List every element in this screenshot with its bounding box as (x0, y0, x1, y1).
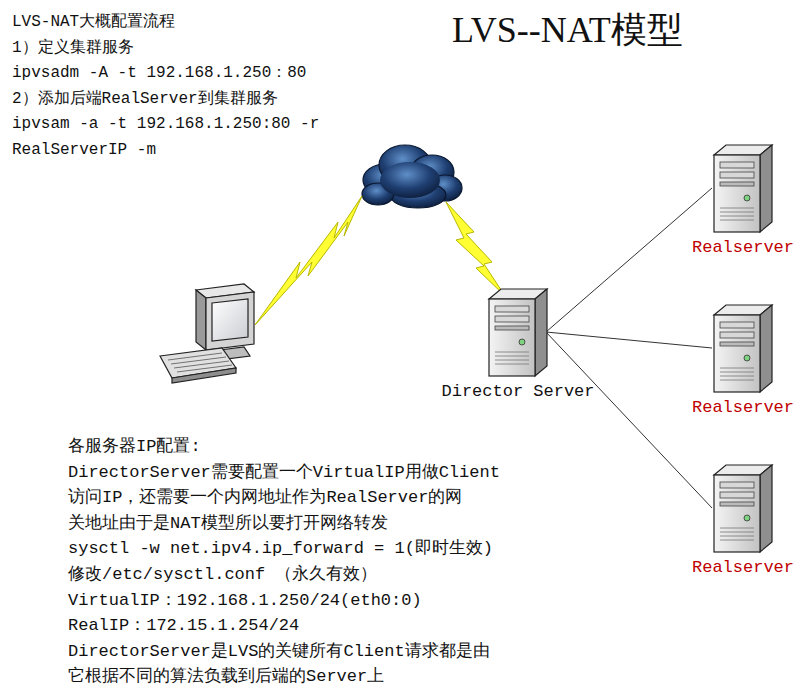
note-text: DirectorServer是LVS的关键所有Client请求都是由 (68, 641, 490, 663)
server-node: Realserver (683, 462, 803, 577)
server-icon (711, 462, 775, 554)
network-link (546, 188, 712, 332)
note-text: 2）添加后端RealServer到集群服务 (12, 87, 278, 113)
title: LVS--NAT模型 (452, 6, 683, 55)
network-link (546, 332, 712, 508)
server-label: Realserver (683, 558, 803, 577)
lightning-bolt (255, 196, 362, 325)
server-label: Realserver (683, 238, 803, 257)
server-node: Realserver (683, 142, 803, 257)
note-text: 关地址由于是NAT模型所以要打开网络转发 (68, 513, 388, 535)
network-link (546, 332, 712, 348)
server-icon (711, 302, 775, 394)
server-icon (486, 286, 550, 378)
note-text: 访问IP，还需要一个内网地址作为RealServer的网 (68, 487, 462, 509)
note-text: ipvsam -a -t 192.168.1.250:80 -r RealSer… (12, 112, 372, 163)
note-text: 修改/etc/sysctl.conf （永久有效） (68, 564, 377, 586)
note-text: ipvsadm -A -t 192.168.1.250：80 (12, 61, 306, 87)
server-label: Director Server (428, 382, 608, 401)
note-text: DirectorServer需要配置一个VirtualIP用做Client (68, 462, 500, 484)
note-text: RealIP：172.15.1.254/24 (68, 615, 299, 637)
note-text: sysctl -w net.ipv4.ip_forward = 1(即时生效) (68, 538, 493, 560)
server-node: Realserver (683, 302, 803, 417)
server-node: Director Server (428, 286, 608, 401)
note-text: 各服务器IP配置: (68, 436, 201, 458)
note-text: LVS-NAT大概配置流程 (12, 10, 175, 36)
note-text: VirtualIP：192.168.1.250/24(eth0:0) (68, 590, 422, 612)
note-text: 1）定义集群服务 (12, 36, 134, 62)
note-text: 它根据不同的算法负载到后端的Server上 (68, 666, 384, 688)
lightning-bolt (446, 202, 505, 296)
server-icon (711, 142, 775, 234)
server-label: Realserver (683, 398, 803, 417)
cloud (362, 145, 462, 208)
client-computer (160, 284, 254, 383)
